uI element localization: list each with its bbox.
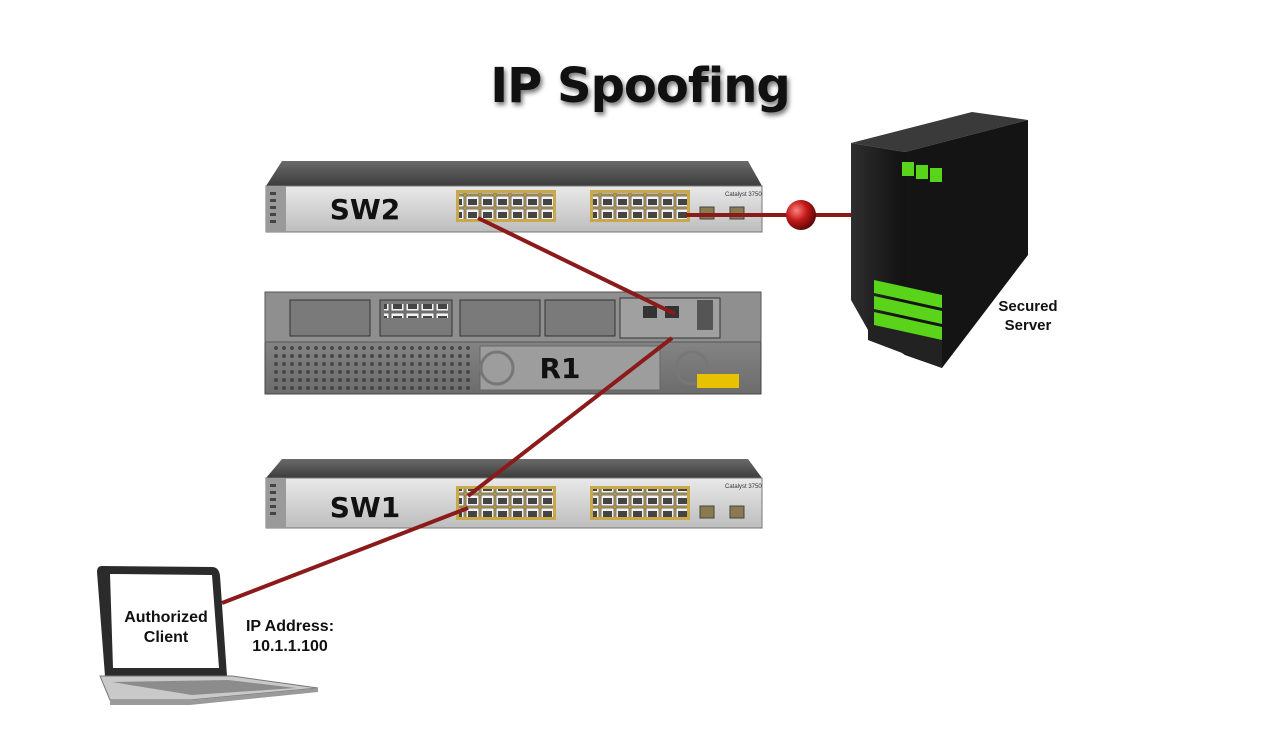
sw2-label: SW2 bbox=[330, 193, 401, 226]
link-sw1-client bbox=[221, 506, 469, 605]
r1-router: R1 bbox=[264, 291, 762, 395]
sw1-model: Catalyst 3750 bbox=[725, 484, 762, 490]
client-ip-address: IP Address: 10.1.1.100 bbox=[240, 617, 340, 657]
server-label: Secured Server bbox=[998, 298, 1058, 334]
switch-icon bbox=[266, 161, 762, 186]
connections bbox=[221, 213, 862, 605]
sw2-switch: SW2 Catalyst 3750 bbox=[265, 161, 763, 233]
link-r1-sw1 bbox=[466, 336, 674, 498]
connection-marker-icon bbox=[786, 200, 816, 230]
diagram-title: IP Spoofing bbox=[490, 58, 791, 114]
laptop-icon bbox=[97, 566, 319, 705]
switch-icon bbox=[266, 459, 762, 478]
server-icon bbox=[851, 112, 1028, 368]
sw2-model: Catalyst 3750 bbox=[725, 192, 762, 198]
ip-address-value: 10.1.1.100 bbox=[252, 638, 328, 655]
r1-label: R1 bbox=[539, 352, 580, 385]
client-label: Authorized Client bbox=[124, 609, 208, 646]
link-sw2-r1 bbox=[477, 216, 676, 316]
sw1-label: SW1 bbox=[330, 491, 401, 524]
sw1-switch: SW1 Catalyst 3750 bbox=[265, 459, 763, 529]
ip-address-label: IP Address: bbox=[245, 618, 335, 635]
